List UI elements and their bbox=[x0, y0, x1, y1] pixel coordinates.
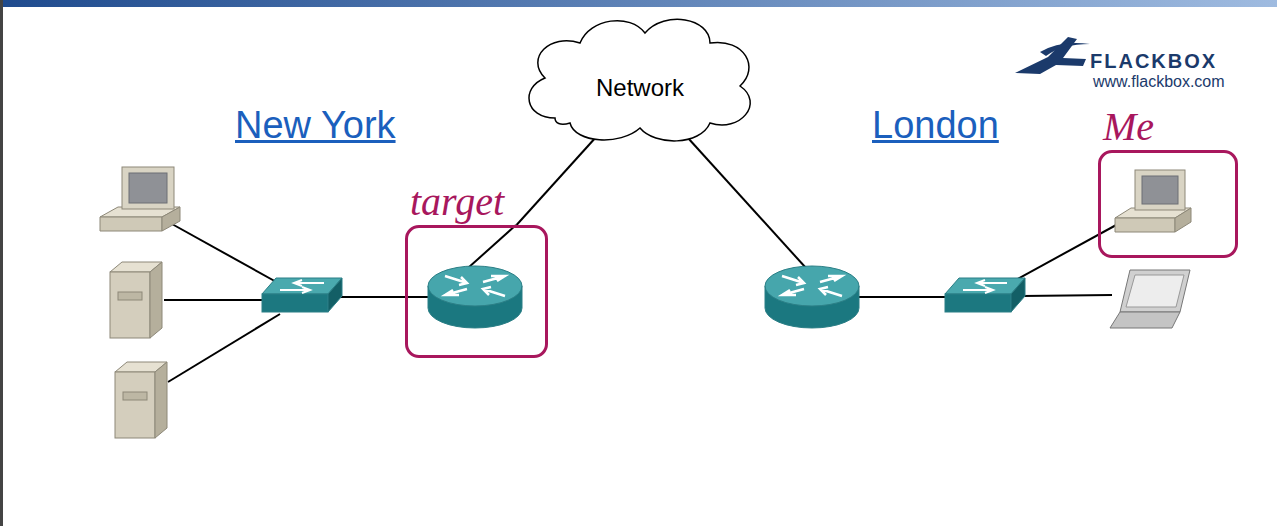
switch-icon bbox=[328, 278, 342, 312]
server bbox=[155, 362, 167, 438]
router-icon bbox=[428, 266, 522, 306]
server bbox=[110, 262, 162, 338]
network-cable bbox=[688, 138, 806, 268]
logo-text: FLACKBOX bbox=[1090, 50, 1217, 73]
router-icon bbox=[782, 276, 842, 296]
laptop bbox=[1120, 270, 1190, 312]
server bbox=[110, 272, 150, 338]
switch-icon bbox=[945, 278, 1025, 312]
router-icon bbox=[428, 266, 522, 328]
network-cable bbox=[468, 225, 516, 268]
network-link bbox=[517, 136, 597, 225]
annotation-box: target bbox=[405, 225, 548, 358]
switch-icon bbox=[262, 278, 342, 312]
logo-plane bbox=[1040, 43, 1090, 56]
desktop-pc bbox=[1115, 218, 1175, 232]
router-icon bbox=[765, 266, 859, 328]
network-cable bbox=[172, 224, 280, 284]
switch-icon bbox=[945, 294, 1011, 312]
left-edge bbox=[0, 0, 3, 526]
server bbox=[115, 372, 155, 438]
laptop bbox=[1126, 275, 1184, 307]
network-cable bbox=[1022, 295, 1112, 296]
desktop-pc bbox=[1142, 176, 1178, 204]
router-icon bbox=[445, 276, 505, 296]
laptop bbox=[1110, 312, 1180, 328]
desktop-pc bbox=[129, 173, 167, 203]
server bbox=[150, 262, 162, 338]
site-name: New York bbox=[235, 104, 396, 148]
network-cable bbox=[164, 138, 1118, 382]
desktop-pc bbox=[122, 167, 174, 209]
site-name: London bbox=[872, 104, 999, 148]
desktop-pc bbox=[1175, 208, 1191, 232]
network-cable bbox=[164, 299, 266, 301]
switch-icon bbox=[262, 294, 328, 312]
server bbox=[123, 392, 147, 400]
switch-icon bbox=[963, 280, 1007, 293]
desktop-pc bbox=[100, 217, 162, 231]
network-cable bbox=[858, 296, 946, 298]
desktop-pc bbox=[100, 167, 180, 231]
switch-icon bbox=[280, 280, 324, 293]
network-cable bbox=[168, 314, 280, 382]
cloud-outline bbox=[529, 19, 750, 141]
desktop-pc bbox=[1115, 170, 1191, 232]
desktop-pc bbox=[1135, 170, 1185, 210]
network-cable bbox=[1012, 224, 1118, 282]
desktop-pc bbox=[162, 207, 180, 231]
network-cloud: Network bbox=[515, 8, 765, 148]
logo-url: www.flackbox.com bbox=[1093, 73, 1225, 91]
server bbox=[118, 292, 142, 300]
router-icon bbox=[765, 266, 859, 306]
logo-plane bbox=[1015, 37, 1090, 74]
switch-icon bbox=[1011, 278, 1025, 312]
network-cable bbox=[340, 296, 428, 298]
handwritten-note: target bbox=[410, 182, 504, 222]
server bbox=[115, 362, 167, 438]
top-bar bbox=[0, 0, 1277, 7]
annotation-box: Me bbox=[1098, 150, 1238, 258]
logo-plane bbox=[1015, 37, 1086, 74]
cloud-label: Network bbox=[596, 74, 684, 102]
laptop bbox=[1110, 270, 1190, 328]
handwritten-note: Me bbox=[1103, 107, 1154, 147]
